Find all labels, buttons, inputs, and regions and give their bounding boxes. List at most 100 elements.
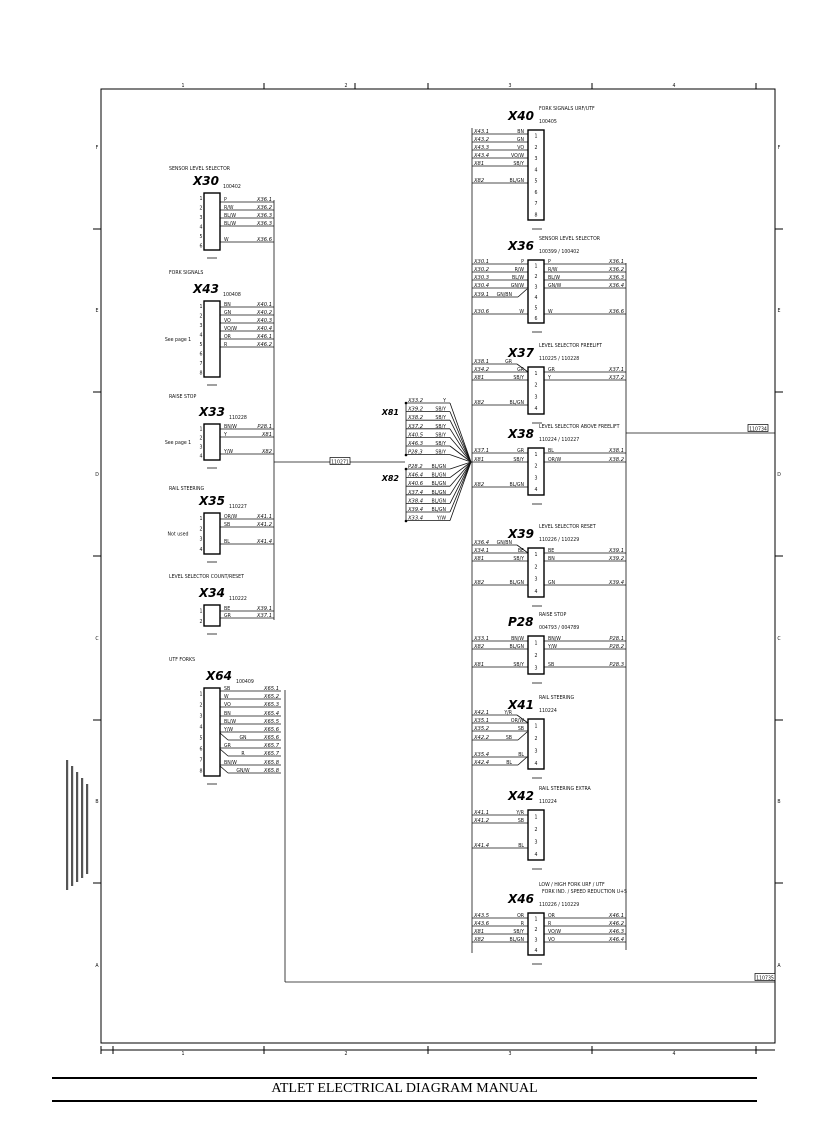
wire-source: X36.4: [473, 540, 489, 546]
wire-source: X43.2: [473, 137, 489, 143]
wire-color: GR: [548, 367, 556, 373]
wire-color: SB: [548, 662, 554, 668]
wire-color: GR: [517, 448, 525, 454]
wire-color: GN/W: [548, 283, 562, 289]
pin-number: 5: [200, 234, 203, 240]
bundle-wire-source: P28.3: [408, 450, 423, 456]
pin-number: 6: [200, 243, 203, 249]
wire-color: R/W: [548, 267, 558, 273]
wire-color: OR: [548, 913, 556, 919]
bundle-wire: [449, 420, 472, 463]
wire-destination: X39.1: [608, 548, 624, 554]
connector-name: X37: [507, 346, 535, 360]
wire-color: W: [224, 237, 229, 243]
wire: [219, 765, 229, 774]
wire-color: GN: [239, 735, 247, 741]
connector-title: LEVEL SELECTOR RESET: [539, 524, 596, 530]
column-label-bottom: 4: [673, 1051, 676, 1057]
connector-housing: [203, 604, 221, 627]
wire-source: X81: [473, 375, 484, 381]
pin-number: 7: [200, 361, 203, 367]
wire-color: VO: [548, 937, 555, 943]
wire-source: X30.1: [473, 259, 489, 265]
bundle-wire: [449, 454, 472, 463]
pin-number: 4: [200, 454, 203, 460]
wire-source: X42.1: [473, 710, 489, 716]
wire-destination: X46.3: [608, 929, 624, 935]
wire-color: BN: [548, 556, 555, 562]
pin-number: 5: [200, 342, 203, 348]
wire-source: X82: [473, 644, 484, 650]
connector-housing: [527, 259, 545, 324]
wire-color: BE: [224, 606, 230, 612]
pin-number: 3: [535, 666, 538, 672]
wire-color: OR: [517, 913, 525, 919]
connector-part-number: 100399 / 100402: [539, 249, 579, 255]
pin-number: 2: [200, 619, 203, 625]
connector-housing: [527, 809, 545, 861]
bundle-wire-source: X39.2: [407, 407, 423, 413]
wire-color: GR: [224, 743, 232, 749]
wire-color: BL: [224, 539, 230, 545]
footer-title: ATLET ELECTRICAL DIAGRAM MANUAL: [271, 1081, 538, 1096]
wire-color: SB/Y: [513, 929, 524, 935]
pin-number: 5: [200, 736, 203, 742]
pin-number: 2: [535, 827, 538, 833]
wire-color: BN/W: [511, 636, 524, 642]
wire: [517, 756, 528, 766]
connector-housing: [527, 366, 545, 415]
connector-title: LEVEL SELECTOR FREELIFT: [539, 343, 602, 349]
pin-number: 2: [535, 653, 538, 659]
wire-color: BL/GN: [510, 644, 525, 650]
pin-number: 4: [200, 547, 203, 553]
wire-destination: X46.1: [608, 913, 624, 919]
pin-number: 2: [535, 464, 538, 470]
pin-number: 1: [535, 371, 538, 377]
wire-source: X35.2: [473, 726, 489, 732]
wire-color: GN: [548, 580, 556, 586]
pin-number: 2: [200, 205, 203, 211]
bundle-wire-color: Y: [443, 398, 446, 404]
bundle-wire: [449, 461, 472, 478]
pin-number: 3: [535, 748, 538, 754]
connector-name: X34: [198, 586, 225, 600]
wire-source: X81: [473, 556, 484, 562]
wire-source: X43.6: [473, 921, 490, 927]
row-label-left: A: [95, 963, 99, 969]
bundle-wire-source: P28.2: [408, 464, 423, 470]
wire-color: BN/W: [224, 760, 237, 766]
wire-color: SB/Y: [513, 662, 524, 668]
connector-title: LEVEL SELECTOR COUNT/RESET: [169, 574, 244, 580]
pin-number: 8: [535, 212, 538, 218]
bundle-name: X81: [381, 408, 399, 417]
pin-number: 1: [200, 304, 203, 310]
connector-name: X36: [507, 239, 534, 253]
wire-color: SB: [506, 735, 512, 741]
wire-destination: X36.3: [256, 221, 272, 227]
connector-name: X30: [192, 174, 219, 188]
wire-color: R/W: [224, 205, 234, 211]
bundle-reference-box: [329, 457, 351, 465]
side-notice-mark: [71, 766, 74, 886]
wire-destination: X81: [261, 432, 272, 438]
side-notice-mark: [86, 784, 89, 874]
wire-color: R/W: [515, 267, 525, 273]
connector-title: RAIL STEERING EXTRA: [539, 786, 592, 792]
wire-color: GN/W: [511, 283, 525, 289]
pin-number: 4: [535, 167, 538, 173]
pin-number: 3: [535, 839, 538, 845]
wire-color: SB: [224, 686, 230, 692]
side-notice-mark: [81, 778, 84, 878]
wire-source: X30.3: [473, 275, 489, 281]
pin-number: 4: [535, 487, 538, 493]
wire-source: X33.1: [473, 636, 489, 642]
pin-number: 3: [535, 577, 538, 583]
wire: [219, 732, 229, 741]
bundle-wire-color: SB/Y: [435, 424, 446, 430]
row-label-right: B: [777, 799, 780, 805]
wire-source: X82: [473, 482, 484, 488]
connector-part-number: 100405: [539, 119, 557, 125]
drawing-frame: [100, 88, 776, 1044]
bundle-wire-color: BL/GN: [432, 473, 447, 479]
connector-part-number: 100409: [236, 679, 254, 685]
